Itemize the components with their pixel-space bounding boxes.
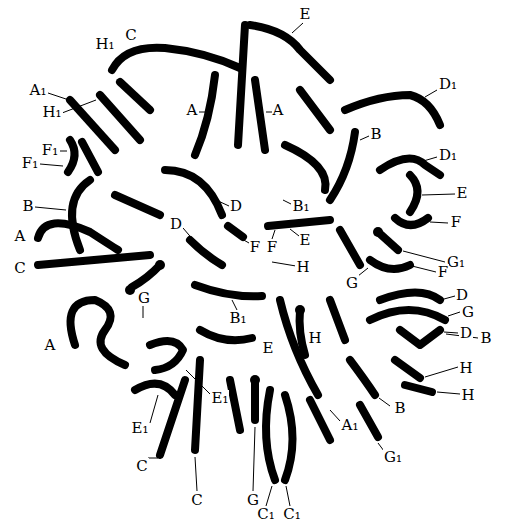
chromosome-label: F [249, 239, 261, 255]
chromosome-label: D₁ [438, 76, 458, 92]
chromosome-label: E [299, 232, 312, 248]
chromosome-label: H [295, 259, 310, 275]
chromosome-label: A₁ [341, 417, 360, 433]
chromosome-label: G [345, 275, 359, 291]
chromosome-label: C [135, 458, 148, 474]
chromosome-label: B [393, 400, 406, 416]
chromosome-label: F [266, 239, 278, 255]
chromosome-label: A [272, 102, 285, 118]
chromosome-label: H [307, 330, 322, 346]
chromosome-label: A [186, 102, 199, 118]
chromosome-label: G [137, 290, 151, 306]
chromosome-label: C [13, 260, 26, 276]
chromosome-label: C₁ [282, 506, 302, 522]
leader-lines [35, 23, 478, 506]
chromosome-label: H₁ [41, 104, 62, 120]
chromosome-label: E [456, 185, 469, 201]
centromeres [125, 227, 383, 385]
chromosome-label: C [190, 492, 203, 508]
chromosome-label: D [169, 216, 183, 232]
chromosome-label: G [461, 304, 475, 320]
chromosome-label: B [21, 198, 34, 214]
chromosome-label: H₁ [94, 36, 115, 52]
chromosome-label: E [299, 6, 312, 22]
chromosome-label: G₁ [383, 449, 403, 465]
chromosome-label: F₁ [41, 142, 59, 158]
chromosome-label: C [124, 27, 137, 43]
chromosome-label: D [229, 198, 243, 214]
chromosomes [38, 25, 445, 480]
chromosome-label: E₁ [211, 390, 230, 406]
chromosome-label: B [479, 330, 492, 346]
chromosome-label: B₁ [291, 198, 310, 214]
chromosome-label: E [262, 340, 275, 356]
chromosome-label: A [14, 228, 27, 244]
chromosome-label: D [455, 287, 469, 303]
chromosome-label: C₁ [256, 506, 276, 522]
chromosome-label: A [44, 337, 57, 353]
chromosome-label: H [458, 360, 473, 376]
chromosome-label: E₁ [131, 420, 150, 436]
chromosome-label: F₁ [21, 155, 39, 171]
chromosome-label: D₁ [438, 147, 458, 163]
chromosome-label: H [460, 387, 475, 403]
chromosome-label: F [437, 264, 449, 280]
chromosome-label: F [450, 214, 462, 230]
chromosome-label: D [459, 325, 473, 341]
chromosome-label: B [369, 126, 382, 142]
chromosome-label: A₁ [29, 82, 48, 98]
chromosome-label: B₁ [228, 310, 247, 326]
